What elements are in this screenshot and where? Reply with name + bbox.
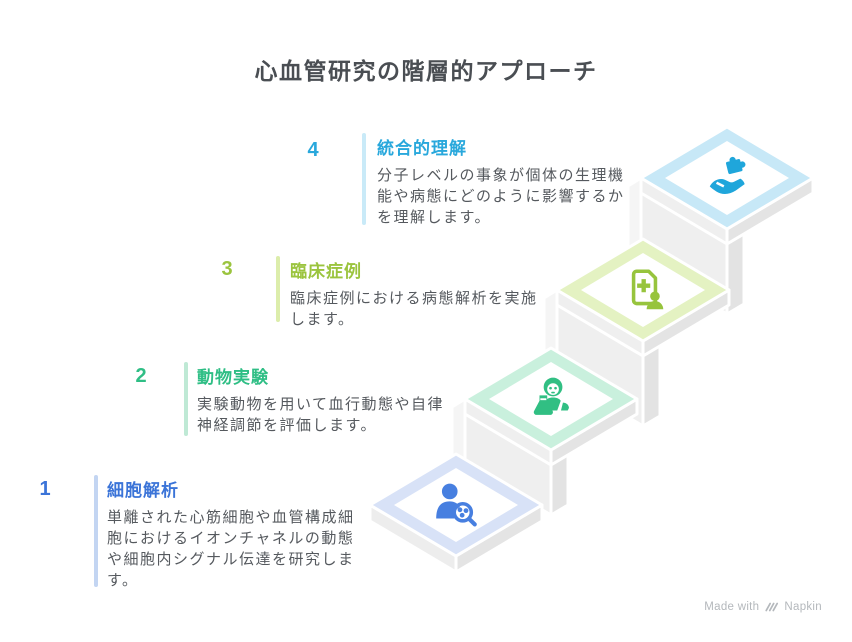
step-2-title: 動物実験 xyxy=(197,368,269,387)
napkin-brand-label: Napkin xyxy=(784,601,822,613)
step-4-accent-bar xyxy=(362,133,366,225)
step-1-number: 1 xyxy=(39,478,51,500)
step-1-description: 単離された心筋細胞や血管構成細胞におけるイオンチャネルの動態や細胞内シグナル伝達… xyxy=(107,509,355,589)
step-2-accent-bar xyxy=(184,362,188,436)
scientist-flask-icon xyxy=(526,374,578,424)
page-title: 心血管研究の階層的アプローチ xyxy=(254,58,598,84)
step-4-description: 分子レベルの事象が個体の生理機能や病態にどのように影響するかを理解します。 xyxy=(377,167,625,226)
step-3-number: 3 xyxy=(221,258,233,280)
made-with-napkin-watermark: Made with Napkin xyxy=(704,601,822,613)
made-with-label: Made with xyxy=(704,601,760,613)
step-2-number: 2 xyxy=(135,365,147,387)
hand-puzzle-icon xyxy=(702,152,754,202)
step-4-number: 4 xyxy=(307,139,319,161)
medical-record-person-icon xyxy=(618,265,670,315)
step-3-accent-bar xyxy=(276,256,280,322)
step-4-title: 統合的理解 xyxy=(377,139,467,158)
napkin-logo-icon xyxy=(765,602,779,612)
step-1-accent-bar xyxy=(94,475,98,587)
step-3-description: 臨床症例における病態解析を実施します。 xyxy=(290,290,538,328)
person-search-cells-icon xyxy=(430,480,482,530)
step-1-title: 細胞解析 xyxy=(107,481,179,500)
step-2-description: 実験動物を用いて血行動態や自律神経調節を評価します。 xyxy=(197,396,445,434)
step-3-title: 臨床症例 xyxy=(290,262,362,281)
